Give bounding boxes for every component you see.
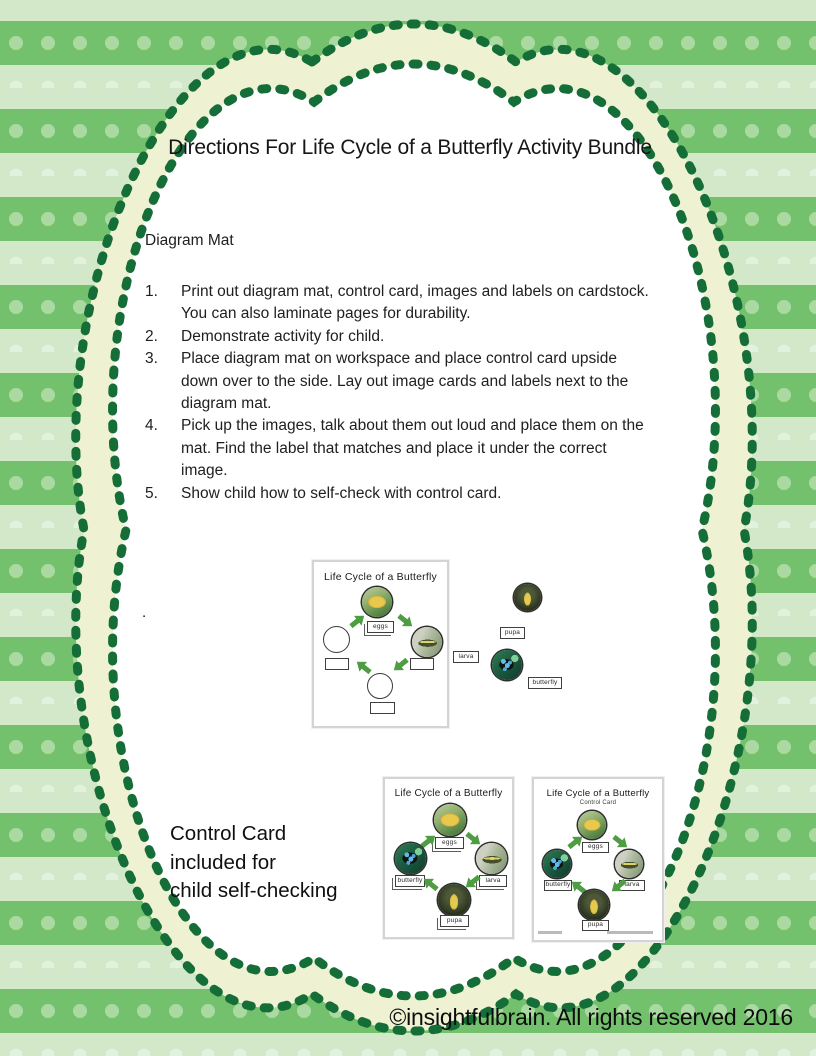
control-card-title: Life Cycle of a Butterfly [546,788,650,799]
cycle-arrow-icon [352,656,374,677]
instructions-list: Print out diagram mat, control card, ima… [145,281,650,505]
butterfly-photo [395,843,426,874]
stray-period: . [142,604,147,621]
instruction-step-4: Pick up the images, talk about them out … [145,415,644,480]
empty-label-slot [325,658,349,670]
card-footer-text-mark [607,931,653,934]
eggs-photo [434,804,466,836]
copyright-line: ©insightfulbrain. All rights reserved 20… [389,1004,793,1030]
note-line-2: included for [170,850,276,874]
larva-label-card: larva [479,875,507,887]
empty-image-slot [367,673,393,699]
eggs-photo [362,587,392,617]
instruction-step-1: Print out diagram mat, control card, ima… [145,281,649,323]
butterfly-label: butterfly [544,880,572,891]
control-card-preview: Life Cycle of a Butterfly Control Card e… [532,777,664,942]
pupa-photo [438,884,470,916]
eggs-label-card: eggs [435,837,464,849]
pupa-label: pupa [582,920,609,931]
eggs-label-card: eggs [367,621,394,633]
control-card-note: Control Card included for child self-che… [170,820,338,906]
pupa-label-card: pupa [500,627,525,639]
pupa-photo [514,584,541,611]
mat-card-title: Life Cycle of a Butterfly [324,571,437,583]
instruction-step-2: Demonstrate activity for child. [145,326,385,349]
cycle-arrow-icon [394,610,416,631]
larva-photo [476,843,507,874]
larva-label-card: larva [453,651,479,663]
empty-image-slot [323,626,350,653]
note-line-1: Control Card [170,822,287,845]
larva-photo [615,850,643,878]
cycle-arrow-icon [389,654,411,675]
butterfly-photo [492,650,522,680]
butterfly-label-card: butterfly [395,875,425,887]
empty-label-slot [410,658,434,670]
completed-mat-preview: Life Cycle of a Butterfly eggs butterfly… [383,777,514,939]
control-card-subtitle: Control Card [579,800,617,806]
instruction-step-3: Place diagram mat on workspace and place… [145,348,629,413]
instruction-step-5: Show child how to self-check with contro… [145,483,502,506]
larva-photo [412,627,442,657]
butterfly-photo [543,850,571,878]
section-heading: Diagram Mat [145,232,234,249]
mat-card-title: Life Cycle of a Butterfly [394,788,503,799]
diagram-mat-preview: Life Cycle of a Butterfly eggs [312,560,449,728]
pupa-photo [579,890,609,920]
cycle-arrow-icon [346,610,368,631]
pupa-label-card: pupa [440,915,469,927]
eggs-label: eggs [582,842,609,853]
card-footer-text-mark [538,931,562,934]
page-title: Directions For Life Cycle of a Butterfly… [168,136,652,159]
butterfly-label-card: butterfly [528,677,562,689]
empty-label-slot [370,702,395,714]
eggs-photo [578,811,606,839]
note-line-3: child self-checking [170,879,338,902]
